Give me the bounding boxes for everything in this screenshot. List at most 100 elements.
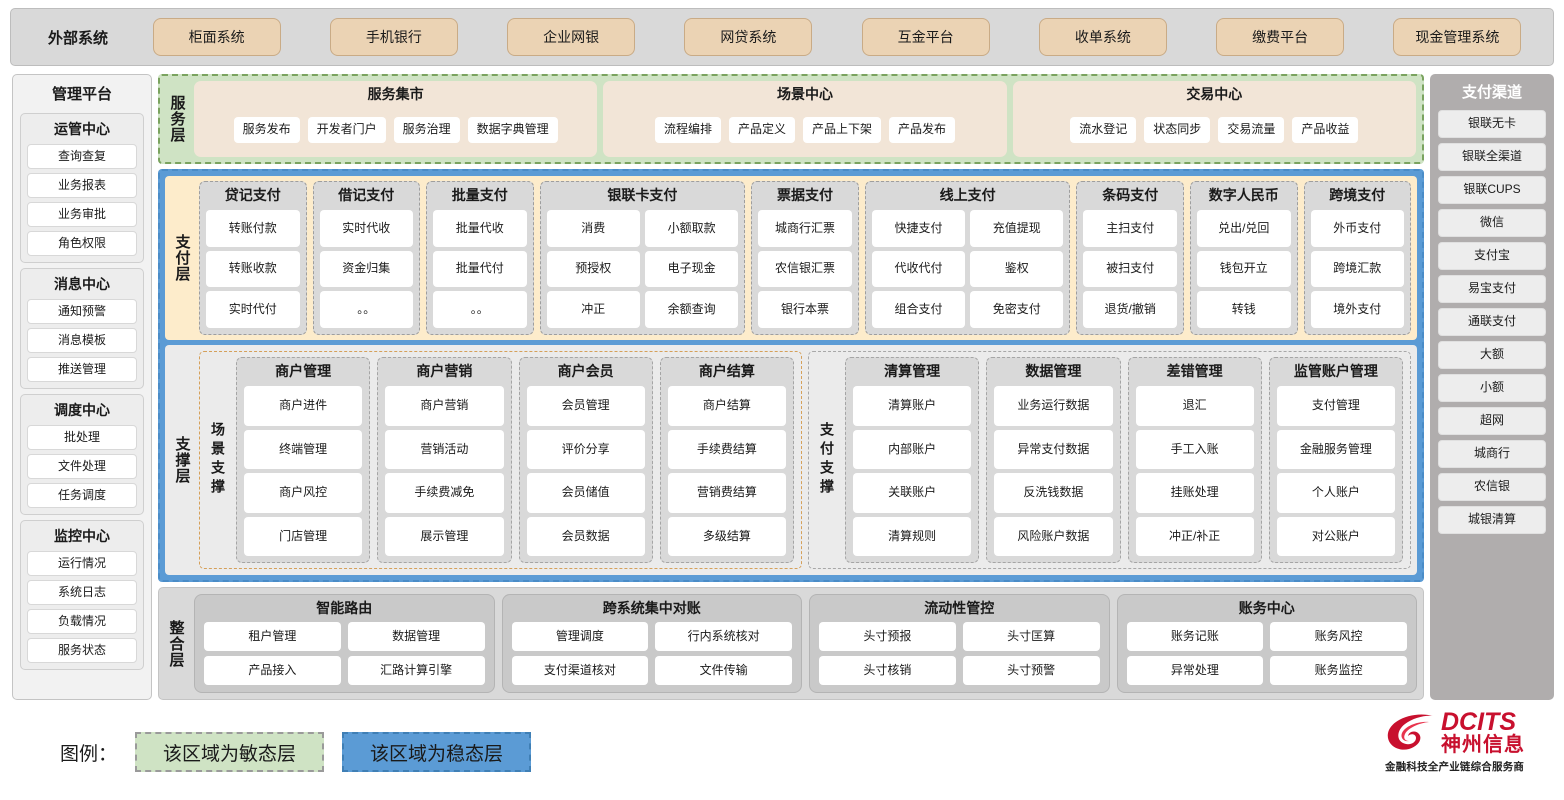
payment-item[interactable]: 外币支付 xyxy=(1310,210,1405,247)
integration-item[interactable]: 账务风控 xyxy=(1270,622,1407,651)
integration-item[interactable]: 产品接入 xyxy=(204,656,341,685)
mgmt-item[interactable]: 业务报表 xyxy=(27,173,137,198)
integration-item[interactable]: 租户管理 xyxy=(204,622,341,651)
integration-item[interactable]: 头寸核销 xyxy=(819,656,956,685)
external-system-item[interactable]: 现金管理系统 xyxy=(1393,18,1522,56)
scene-item[interactable]: 终端管理 xyxy=(244,429,363,469)
paysup-item[interactable]: 清算账户 xyxy=(853,386,972,426)
payment-item[interactable]: 主扫支付 xyxy=(1083,210,1177,247)
service-item[interactable]: 数据字典管理 xyxy=(467,116,558,143)
payment-item[interactable]: 消费 xyxy=(546,210,640,247)
external-system-item[interactable]: 柜面系统 xyxy=(152,18,281,56)
paysup-item[interactable]: 手工入账 xyxy=(1135,429,1254,469)
paysup-item[interactable]: 对公账户 xyxy=(1276,516,1395,556)
payment-item[interactable]: 转钱 xyxy=(1196,291,1291,329)
paysup-item[interactable]: 冲正/补正 xyxy=(1135,516,1254,556)
service-item[interactable]: 产品定义 xyxy=(728,116,795,143)
payment-item[interactable]: 兑出/兑回 xyxy=(1196,210,1291,247)
payment-item[interactable]: 代收代付 xyxy=(871,250,966,288)
payment-item[interactable]: 被扫支付 xyxy=(1083,250,1177,288)
service-item[interactable]: 流水登记 xyxy=(1070,116,1137,143)
payment-item[interactable]: 资金归集 xyxy=(319,250,414,288)
integration-item[interactable]: 异常处理 xyxy=(1126,656,1264,685)
scene-item[interactable]: 商户进件 xyxy=(244,386,363,426)
integration-item[interactable]: 管理调度 xyxy=(511,622,649,651)
integration-item[interactable]: 账务监控 xyxy=(1270,656,1407,685)
integration-item[interactable]: 文件传输 xyxy=(655,656,792,685)
payment-item[interactable]: 转账收款 xyxy=(206,250,300,288)
scene-item[interactable]: 会员管理 xyxy=(526,386,645,426)
service-item[interactable]: 产品发布 xyxy=(889,116,956,143)
paysup-item[interactable]: 风险账户数据 xyxy=(994,516,1113,556)
payment-item[interactable]: 组合支付 xyxy=(871,291,966,329)
paysup-item[interactable]: 金融服务管理 xyxy=(1276,429,1395,469)
service-item[interactable]: 产品收益 xyxy=(1292,116,1359,143)
mgmt-item[interactable]: 业务审批 xyxy=(27,202,137,227)
service-item[interactable]: 流程编排 xyxy=(654,116,721,143)
scene-item[interactable]: 门店管理 xyxy=(244,516,363,556)
mgmt-item[interactable]: 消息模板 xyxy=(27,328,137,353)
paysup-item[interactable]: 关联账户 xyxy=(853,473,972,513)
paysup-item[interactable]: 支付管理 xyxy=(1276,386,1395,426)
integration-item[interactable]: 汇路计算引擎 xyxy=(347,656,485,685)
paysup-item[interactable]: 反洗钱数据 xyxy=(994,473,1113,513)
mgmt-item[interactable]: 通知预警 xyxy=(27,299,137,324)
payment-item[interactable]: 预授权 xyxy=(546,250,640,288)
payment-item[interactable]: 农信银汇票 xyxy=(758,250,852,288)
mgmt-item[interactable]: 批处理 xyxy=(27,425,137,450)
scene-item[interactable]: 多级结算 xyxy=(667,516,786,556)
payment-channel-item[interactable]: 微信 xyxy=(1438,209,1546,237)
payment-item[interactable]: 实时代收 xyxy=(319,210,414,247)
integration-item[interactable]: 数据管理 xyxy=(347,622,485,651)
integration-item[interactable]: 支付渠道核对 xyxy=(511,656,649,685)
payment-item[interactable]: 退货/撤销 xyxy=(1083,291,1177,329)
service-item[interactable]: 产品上下架 xyxy=(802,116,881,143)
scene-item[interactable]: 商户结算 xyxy=(667,386,786,426)
integration-item[interactable]: 头寸预报 xyxy=(819,622,956,651)
payment-item[interactable]: 批量代付 xyxy=(433,250,527,288)
service-item[interactable]: 服务发布 xyxy=(233,116,300,143)
payment-channel-item[interactable]: 农信银 xyxy=(1438,473,1546,501)
mgmt-item[interactable]: 运行情况 xyxy=(27,551,137,576)
payment-channel-item[interactable]: 大额 xyxy=(1438,341,1546,369)
scene-item[interactable]: 展示管理 xyxy=(385,516,504,556)
payment-channel-item[interactable]: 易宝支付 xyxy=(1438,275,1546,303)
service-item[interactable]: 交易流量 xyxy=(1218,116,1285,143)
payment-channel-item[interactable]: 超网 xyxy=(1438,407,1546,435)
payment-channel-item[interactable]: 城商行 xyxy=(1438,440,1546,468)
mgmt-item[interactable]: 任务调度 xyxy=(27,483,137,508)
payment-item[interactable]: 小额取款 xyxy=(644,210,739,247)
scene-item[interactable]: 会员数据 xyxy=(526,516,645,556)
external-system-item[interactable]: 手机银行 xyxy=(329,18,458,56)
paysup-item[interactable]: 挂账处理 xyxy=(1135,473,1254,513)
scene-item[interactable]: 营销活动 xyxy=(385,429,504,469)
external-system-item[interactable]: 网贷系统 xyxy=(684,18,813,56)
payment-channel-item[interactable]: 城银清算 xyxy=(1438,506,1546,534)
external-system-item[interactable]: 收单系统 xyxy=(1038,18,1167,56)
service-item[interactable]: 状态同步 xyxy=(1144,116,1211,143)
mgmt-item[interactable]: 负载情况 xyxy=(27,609,137,634)
integration-item[interactable]: 账务记账 xyxy=(1126,622,1264,651)
payment-item[interactable]: 银行本票 xyxy=(758,291,852,329)
payment-item[interactable]: 跨境汇款 xyxy=(1310,250,1405,288)
payment-item[interactable]: 。。 xyxy=(319,291,414,329)
payment-item[interactable]: 境外支付 xyxy=(1310,291,1405,329)
paysup-item[interactable]: 异常支付数据 xyxy=(994,429,1113,469)
payment-item[interactable]: 钱包开立 xyxy=(1196,250,1291,288)
scene-item[interactable]: 手续费结算 xyxy=(667,429,786,469)
payment-item[interactable]: 。。 xyxy=(433,291,527,329)
payment-item[interactable]: 转账付款 xyxy=(206,210,300,247)
service-item[interactable]: 服务治理 xyxy=(393,116,460,143)
paysup-item[interactable]: 退汇 xyxy=(1135,386,1254,426)
payment-channel-item[interactable]: 小额 xyxy=(1438,374,1546,402)
integration-item[interactable]: 头寸匡算 xyxy=(962,622,1100,651)
payment-channel-item[interactable]: 银联CUPS xyxy=(1438,176,1546,204)
mgmt-item[interactable]: 文件处理 xyxy=(27,454,137,479)
payment-item[interactable]: 实时代付 xyxy=(206,291,300,329)
external-system-item[interactable]: 互金平台 xyxy=(861,18,990,56)
scene-item[interactable]: 评价分享 xyxy=(526,429,645,469)
paysup-item[interactable]: 内部账户 xyxy=(853,429,972,469)
paysup-item[interactable]: 业务运行数据 xyxy=(994,386,1113,426)
payment-channel-item[interactable]: 银联全渠道 xyxy=(1438,143,1546,171)
paysup-item[interactable]: 清算规则 xyxy=(853,516,972,556)
